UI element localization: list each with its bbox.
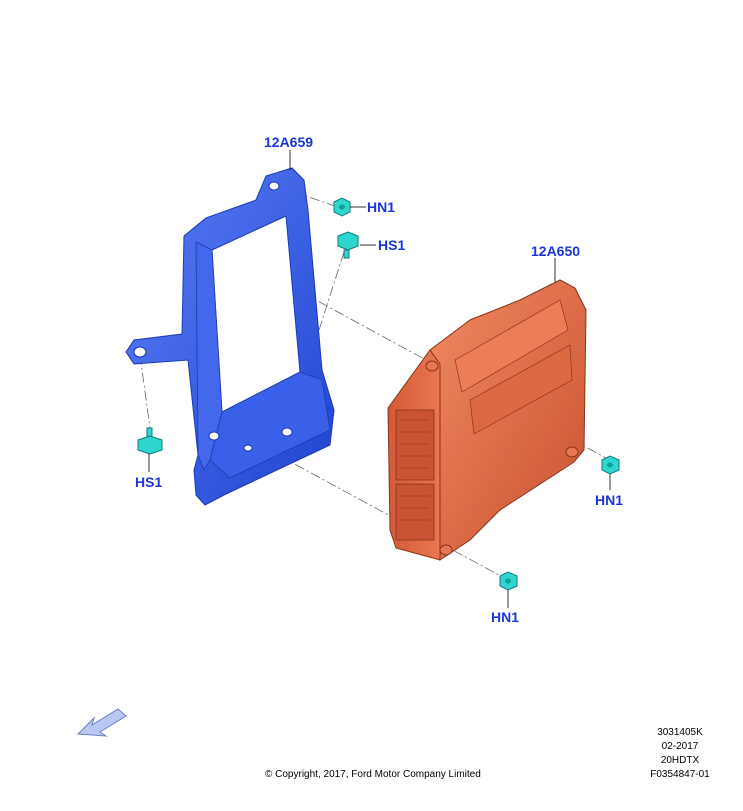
nut-hn1-bottom	[499, 571, 518, 591]
bolt-hs1-top	[337, 231, 359, 259]
ref-code: 3031405K	[657, 727, 703, 738]
callout-hn1-top: HN1	[367, 199, 396, 215]
figure-id: F0354847-01	[650, 769, 710, 780]
callout-12a650: 12A650	[531, 243, 581, 259]
copyright-notice: © Copyright, 2017, Ford Motor Company Li…	[265, 769, 481, 780]
callout-hn1-bottom: HN1	[491, 609, 520, 625]
callout-hn1-right: HN1	[595, 492, 624, 508]
nut-hn1-top	[333, 197, 351, 217]
model-code: 20HDTX	[660, 755, 700, 766]
nut-hn1-right	[601, 455, 620, 475]
callout-hs1-top: HS1	[378, 237, 406, 253]
bolt-hs1-left	[137, 427, 163, 455]
leader-lines	[148, 150, 611, 608]
callout-hs1-left: HS1	[135, 474, 163, 490]
view-direction-arrow-icon	[76, 708, 127, 737]
mounting-bracket	[125, 167, 335, 506]
control-module	[387, 279, 587, 561]
revision-date: 02-2017	[661, 741, 699, 752]
callout-12a659: 12A659	[264, 134, 314, 150]
